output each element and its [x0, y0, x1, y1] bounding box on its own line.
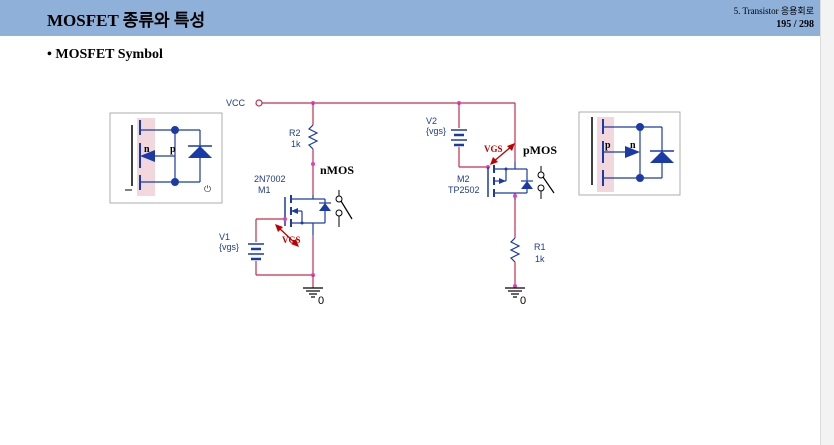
- slide-title: MOSFET 종류와 특성: [47, 11, 206, 30]
- ground-right-icon: [505, 287, 525, 298]
- left-p-label: p: [170, 144, 176, 155]
- right-n-label: n: [630, 140, 636, 151]
- v2-value: {vgs}: [426, 126, 446, 136]
- left-n-label: n: [144, 144, 150, 155]
- gnd-left-label: 0: [318, 295, 324, 307]
- v1-name: V1: [219, 232, 230, 242]
- m2-name: M2: [457, 174, 470, 184]
- nmos-switch-icon: [335, 190, 353, 227]
- m1-part: 2N7002: [254, 174, 286, 184]
- r2-resistor-icon: [307, 124, 319, 150]
- r1-name: R1: [534, 242, 546, 252]
- ground-left-icon: [303, 287, 323, 298]
- r1-value: 1k: [535, 254, 545, 264]
- v1-source-icon: [248, 243, 264, 261]
- vcc-label: VCC: [226, 98, 246, 108]
- v2-name: V2: [426, 116, 437, 126]
- r2-name: R2: [289, 128, 301, 138]
- m2-pmos-icon: [487, 162, 533, 200]
- v2-source-icon: [451, 129, 467, 147]
- r2-value: 1k: [291, 139, 301, 149]
- v1-value: {vgs}: [219, 242, 239, 252]
- svg-text:⏻: ⏻: [204, 184, 211, 195]
- pmos-switch-icon: [537, 166, 555, 199]
- vertical-scrollbar[interactable]: [820, 0, 834, 445]
- pmos-structure-diagram: p n: [578, 111, 681, 196]
- right-p-label: p: [605, 140, 611, 151]
- vcc-terminal-icon: [255, 99, 263, 107]
- m2-part: TP2502: [448, 185, 480, 195]
- chapter-label: 5. Transistor 응용회로: [733, 6, 814, 16]
- r1-resistor-icon: [509, 237, 521, 263]
- m1-name: M1: [258, 185, 271, 195]
- gnd-right-label: 0: [520, 295, 526, 307]
- nmos-label: nMOS: [320, 163, 354, 177]
- vgs-right-label: VGS: [484, 144, 503, 154]
- vgs-left-label: VGS: [282, 235, 301, 245]
- slide-header: [0, 0, 820, 36]
- page-number: 195 / 298: [776, 19, 814, 30]
- schematic: VCC R2 1k 2N7002 M1 nMOS: [219, 98, 557, 307]
- pmos-label: pMOS: [523, 143, 557, 157]
- m1-nmos-icon: [284, 195, 331, 235]
- section-heading: • MOSFET Symbol: [47, 47, 163, 62]
- nmos-structure-diagram: n p ⏻: [109, 112, 223, 204]
